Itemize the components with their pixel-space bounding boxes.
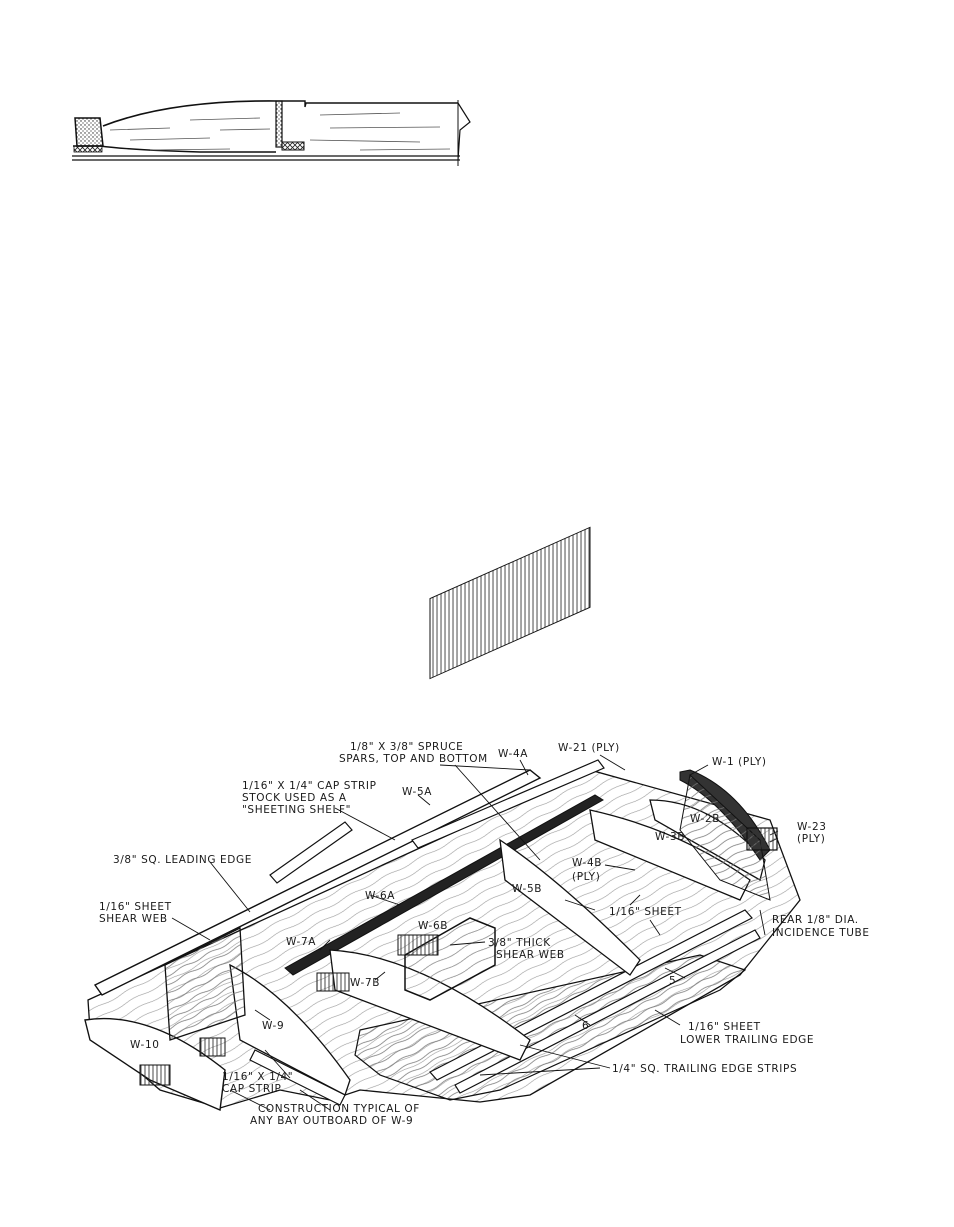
leader-lines (171, 754, 779, 1111)
label-spruce-spars-2: SPARS, TOP AND BOTTOM (339, 753, 488, 765)
label-w5b: W-5B (512, 883, 542, 895)
w6b-block (397, 934, 439, 956)
label-shear-web-2: SHEAR WEB (99, 913, 168, 925)
label-w3b: W-3B (655, 831, 685, 843)
label-typical-1: CONSTRUCTION TYPICAL OF (258, 1103, 420, 1115)
label-w5a: W-5A (402, 786, 432, 798)
w10-block (139, 1064, 171, 1086)
label-num5: 5 (669, 975, 676, 987)
label-lower-te-2: LOWER TRAILING EDGE (680, 1034, 814, 1046)
shear-web-sheet (164, 926, 246, 1041)
w7b-block (316, 972, 350, 992)
label-cap-shelf-3: "SHEETING SHELF" (242, 804, 351, 816)
lower-cap-strip (73, 145, 103, 153)
label-spruce-spars-1: 1/8" X 3/8" SPRUCE (350, 741, 463, 753)
label-w6a: W-6A (365, 890, 395, 902)
lower-surface-sheeting (73, 145, 276, 153)
break-line (457, 102, 471, 161)
spruce-spar (411, 759, 605, 849)
label-w6b: W-6B (418, 920, 448, 932)
sheeting-shelf-strip (269, 821, 353, 884)
label-shear-web-1: 1/16" SHEET (99, 901, 172, 913)
rib-w9 (229, 963, 351, 1096)
thick-shear-web-block (404, 917, 496, 1001)
label-w4b-2: (PLY) (572, 871, 600, 883)
label-w1: W-1 (PLY) (712, 756, 767, 768)
label-te-strips: 1/4" SQ. TRAILING EDGE STRIPS (612, 1063, 797, 1075)
spar-web (275, 100, 283, 148)
label-typical-2: ANY BAY OUTBOARD OF W-9 (250, 1115, 413, 1127)
label-w2b: W-2B (690, 813, 720, 825)
label-cap-strip-1: 1/16" X 1/4" (222, 1071, 293, 1083)
label-leading-edge: 3/8" SQ. LEADING EDGE (113, 854, 252, 866)
label-rear-tube-1: REAR 1/8" DIA. (772, 914, 859, 926)
label-w21: W-21 (PLY) (558, 742, 620, 754)
upper-surface-outline (277, 100, 458, 108)
wood-grain (109, 112, 451, 151)
label-w7a: W-7A (286, 936, 316, 948)
label-lower-te-1: 1/16" SHEET (688, 1021, 761, 1033)
label-thick-web-1: 3/8" THICK (488, 937, 551, 949)
rib-w5b (499, 838, 641, 976)
spar-web-block (429, 526, 591, 680)
cap-strip (249, 1049, 346, 1106)
trailing-edge-strip-2 (454, 929, 761, 1094)
leading-edge-strip (93, 769, 542, 996)
label-thick-web-2: SHEAR WEB (496, 949, 565, 961)
label-w4a: W-4A (498, 748, 528, 760)
label-sheet-116: 1/16" SHEET (609, 906, 682, 918)
airfoil-section-sketch (72, 100, 471, 166)
label-cap-shelf-1: 1/16" X 1/4" CAP STRIP (242, 780, 377, 792)
bottom-line (72, 155, 460, 161)
label-w7b: W-7B (350, 977, 380, 989)
label-num6: 6 (582, 1020, 589, 1032)
w9-block (199, 1037, 226, 1057)
main-spar-top (284, 794, 604, 976)
label-w10: W-10 (130, 1039, 160, 1051)
w23-block (746, 827, 778, 851)
label-rear-tube-2: INCIDENCE TUBE (772, 927, 870, 939)
spar-cap (281, 141, 305, 151)
label-w9: W-9 (262, 1020, 284, 1032)
upper-surface-sheeting (102, 100, 278, 127)
label-w23-1: W-23 (797, 821, 827, 833)
label-w4b-1: W-4B (572, 857, 602, 869)
label-cap-strip-2: CAP STRIP (222, 1083, 281, 1095)
label-cap-shelf-2: STOCK USED AS A (242, 792, 347, 804)
label-w23-2: (PLY) (797, 833, 825, 845)
